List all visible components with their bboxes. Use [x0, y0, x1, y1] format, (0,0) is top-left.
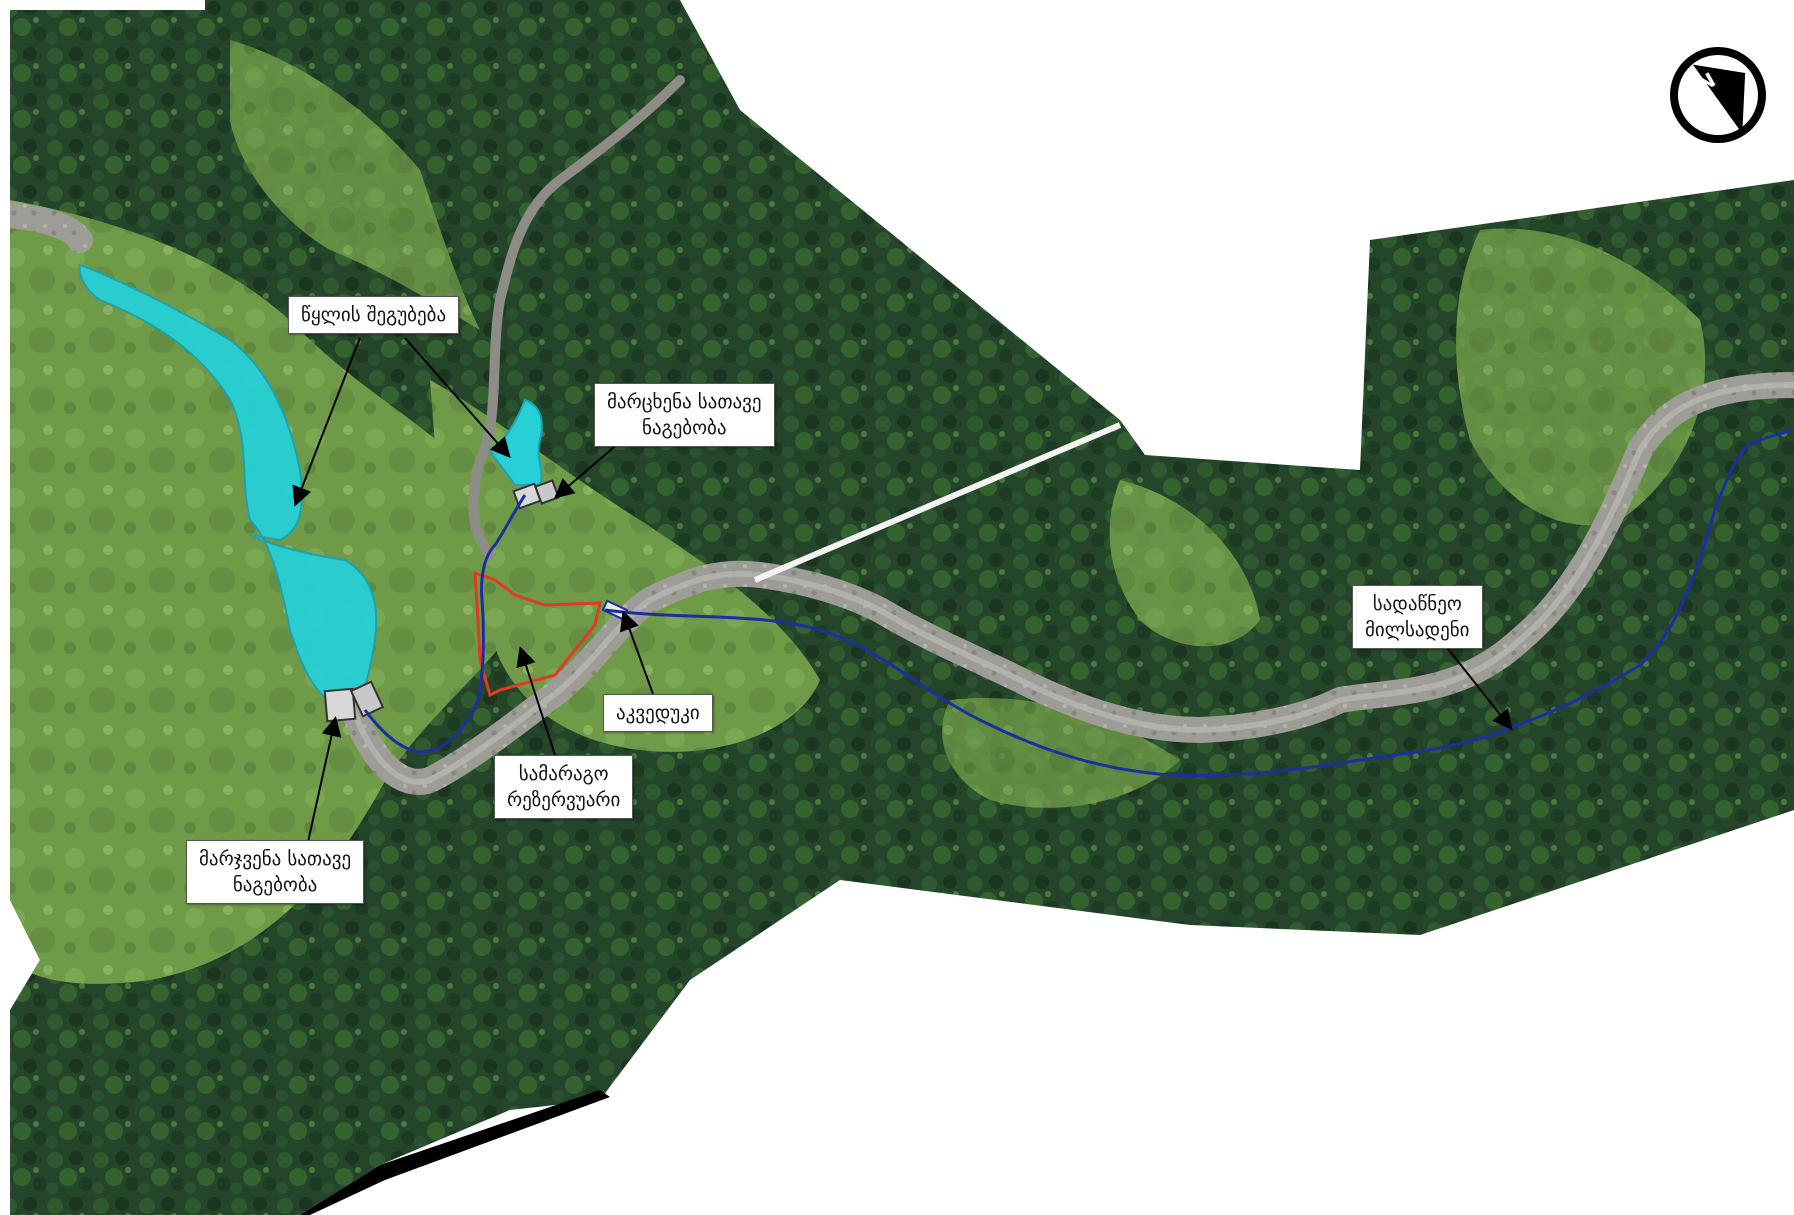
- leader-water-intake-1: [292, 337, 361, 507]
- river-channel: [347, 382, 1794, 785]
- label-left-headworks-line1: მარჯვენა სათავე: [199, 848, 352, 870]
- leader-pipeline: [1444, 644, 1513, 731]
- label-right-headworks-line2: ნაგებობა: [642, 417, 727, 439]
- black-edge-wedge: [300, 1090, 610, 1215]
- water-reservoir-area: [78, 263, 378, 707]
- pressure-pipeline: [604, 428, 1794, 778]
- storage-reservoir-outline: [473, 570, 602, 698]
- label-left-headworks: მარჯვენა სათავე ნაგებობა: [186, 840, 365, 904]
- left-dam-structure: [323, 687, 357, 723]
- leader-water-intake-2: [404, 337, 511, 459]
- label-daily-reservoir-line2: რეზერვუარი: [507, 789, 621, 811]
- label-leaders: [292, 337, 1513, 843]
- label-left-headworks-line2: ნაგებობა: [232, 874, 318, 896]
- pipeline-left-branch: [363, 494, 527, 754]
- label-pressure-pipeline-line1: სადაწნეო: [1372, 593, 1462, 615]
- north-arrow-icon: N: [1670, 47, 1766, 143]
- label-right-headworks-line1: მარცხენა სათავე: [607, 391, 762, 413]
- leader-aqueduct: [620, 610, 654, 695]
- leader-left-headworks: [307, 716, 342, 843]
- label-pressure-pipeline-line2: მილსადენი: [1365, 619, 1470, 641]
- label-pressure-pipeline: სადაწნეო მილსადენი: [1352, 585, 1483, 649]
- meadow-area: [230, 40, 480, 330]
- label-aqueduct: აკვედუკი: [603, 694, 713, 732]
- label-right-headworks: მარცხენა სათავე ნაგებობა: [594, 383, 775, 447]
- road-segment: [753, 422, 1122, 583]
- label-daily-reservoir: სამარაგო რეზერვუარი: [494, 755, 634, 819]
- side-stream: [468, 75, 685, 560]
- label-daily-reservoir-line1: სამარაგო: [518, 763, 609, 785]
- leader-right-headworks: [553, 441, 621, 499]
- meadow-area: [1109, 480, 1260, 647]
- meadow-area: [10, 200, 537, 984]
- label-water-intake-text: წყლის შეგუბება: [301, 304, 447, 326]
- left-dam-structure: [349, 680, 385, 718]
- label-aqueduct-text: აკვედუკი: [616, 702, 700, 724]
- label-water-intake: წყლის შეგუბება: [288, 296, 460, 334]
- leader-reservoir: [516, 646, 556, 756]
